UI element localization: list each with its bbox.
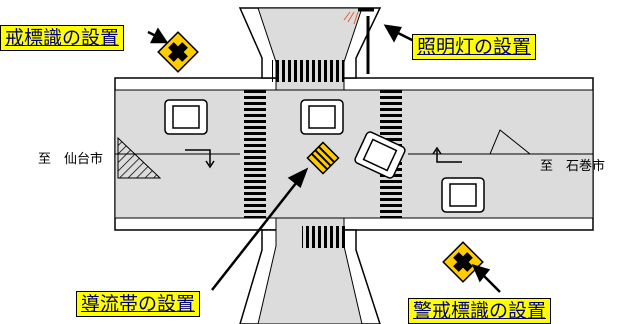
arrow-icon: [185, 146, 462, 169]
destination-ishinomaki: 至 石巻市: [540, 159, 606, 174]
destination-sendai: 至 仙台市: [38, 152, 104, 167]
crosswalk-south: [302, 226, 348, 248]
warning-sign-icon: [157, 31, 199, 73]
crosswalk-west: [244, 90, 266, 218]
channelization-mark-icon: [306, 141, 340, 175]
hatched-zone-west: [117, 136, 162, 179]
warning-sign-callout-top: 戒標識の設置: [0, 25, 125, 51]
crosswalks: [244, 60, 402, 248]
car-icon: [300, 99, 344, 135]
warning-sign-callout-bottom: 警戒標識の設置: [408, 298, 552, 324]
car-icon: [354, 131, 406, 179]
taper-zone-east: [489, 129, 532, 155]
pointer-arrows: [147, 24, 501, 293]
channelization-callout: 導流帯の設置: [76, 291, 201, 317]
warning-sign-icon: [442, 241, 484, 283]
car-icon: [164, 99, 208, 135]
street-light-icon: [343, 8, 374, 74]
crosswalk-north: [272, 60, 344, 82]
lighting-callout: 照明灯の設置: [412, 34, 537, 60]
car-icon: [441, 177, 485, 213]
